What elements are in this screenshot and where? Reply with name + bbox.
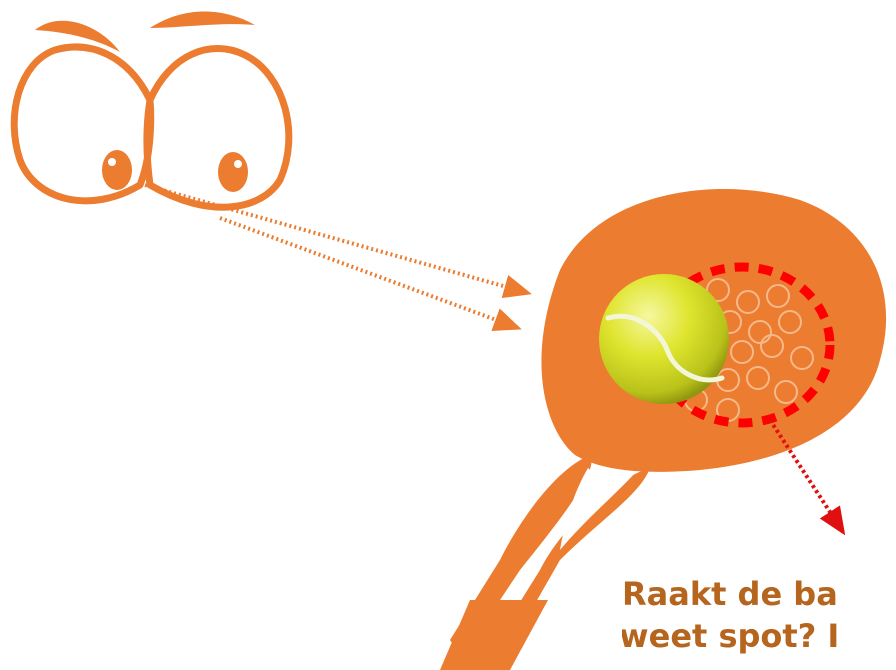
left-pupil-highlight — [108, 158, 116, 166]
left-pupil — [102, 150, 132, 190]
right-pupil — [218, 152, 248, 192]
cartoon-eyes-icon — [14, 12, 289, 208]
sight-line-lower — [220, 218, 518, 328]
racket-handle — [440, 600, 548, 670]
right-eyebrow — [150, 12, 255, 29]
sweet-spot-question: Raakt de ba sweet spot? I — [622, 573, 896, 670]
right-eye-outline — [147, 49, 289, 208]
sight-line-upper — [145, 185, 528, 293]
tennis-ball-icon — [599, 274, 729, 404]
caption-line-1: Raakt de ba — [622, 573, 896, 615]
right-pupil-highlight — [234, 160, 242, 168]
caption-line-2: sweet spot? I — [622, 615, 896, 657]
